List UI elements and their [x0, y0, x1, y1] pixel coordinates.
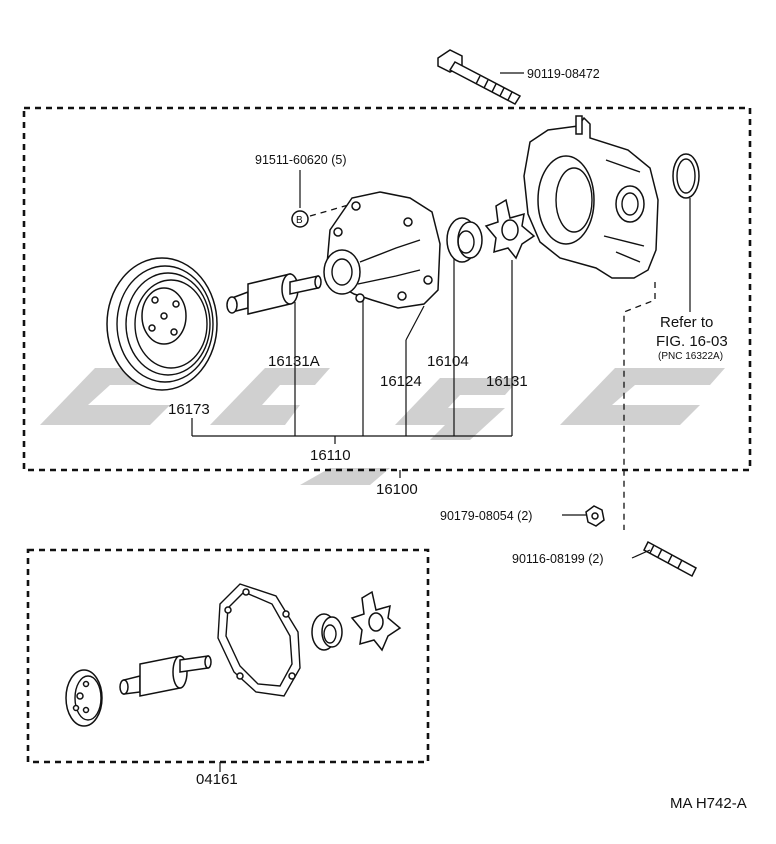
label-bolt-91511-60620: 91511-60620 (5)	[255, 153, 347, 167]
label-16124: 16124	[380, 373, 422, 390]
label-bolt-90119-08472: 90119-08472	[527, 67, 600, 81]
label-nut-90179-08054: 90179-08054 (2)	[440, 509, 532, 523]
kit-gasket-icon	[217, 583, 301, 697]
label-refer-line2: FIG. 16-03	[656, 333, 728, 350]
b-marker-icon	[291, 210, 309, 228]
label-16131: 16131	[486, 373, 528, 390]
kit-flange-icon	[65, 669, 103, 727]
impeller-16131-icon	[484, 198, 536, 260]
nut-90179-08054-icon	[585, 505, 605, 527]
label-refer-line1: Refer to	[660, 314, 713, 331]
label-04161: 04161	[196, 771, 238, 788]
timing-case-icon	[523, 115, 659, 279]
kit-shaft-icon	[119, 655, 212, 697]
pulley-16173-icon	[106, 257, 218, 391]
shaft-bearing-16131a-icon	[226, 273, 322, 315]
label-b-marker: B	[296, 215, 303, 226]
watermark-logo	[40, 368, 725, 485]
label-16131a: 16131A	[268, 353, 320, 370]
leader-lines	[191, 258, 513, 478]
label-16110: 16110	[310, 447, 351, 464]
label-16173: 16173	[168, 401, 210, 418]
label-16104: 16104	[427, 353, 469, 370]
kit-impeller-icon	[350, 590, 402, 652]
label-figure-code: MA H742-A	[670, 795, 747, 812]
assembly-boundary	[22, 106, 752, 472]
label-stud-90116-08199: 90116-08199 (2)	[512, 552, 604, 566]
label-16100: 16100	[376, 481, 418, 498]
o-ring-icon	[672, 153, 700, 199]
seal-16104-icon	[446, 217, 483, 263]
bolt-90119-08472-icon	[437, 49, 522, 105]
kit-seal-icon	[311, 613, 343, 651]
stud-90116-08199-icon	[643, 540, 697, 578]
pump-housing-16124-icon	[323, 191, 441, 309]
label-refer-line3: (PNC 16322A)	[658, 351, 723, 362]
kit-boundary	[26, 548, 430, 764]
